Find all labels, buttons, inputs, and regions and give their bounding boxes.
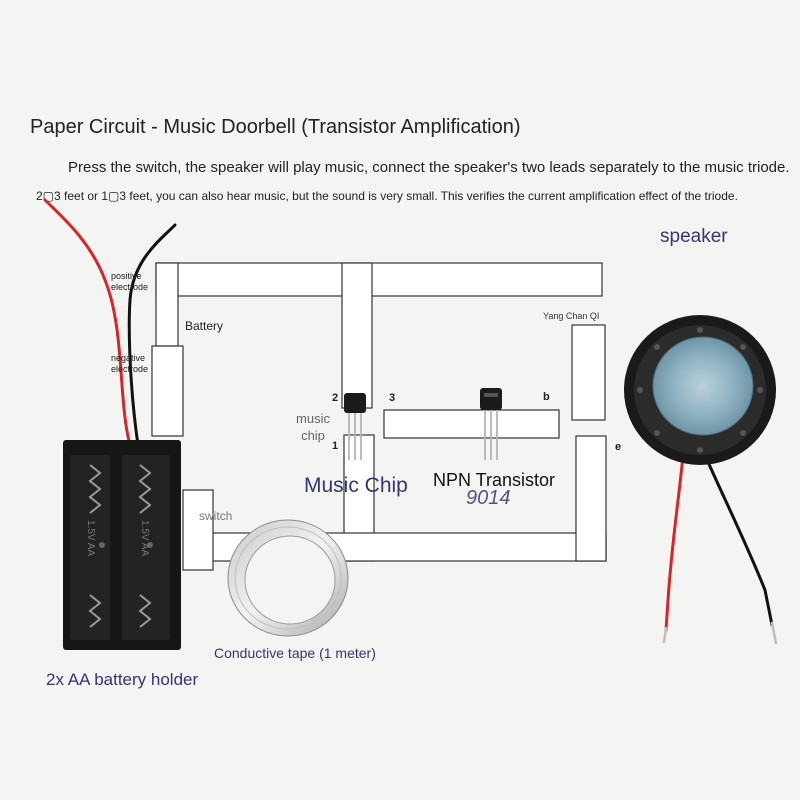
negative-label-line1: negative bbox=[111, 353, 146, 363]
strip-top bbox=[155, 262, 603, 297]
music-chip-small-label: music chip bbox=[292, 410, 334, 444]
page-title: Paper Circuit - Music Doorbell (Transist… bbox=[30, 116, 521, 138]
npn-transistor-label: NPN Transistor bbox=[433, 470, 556, 490]
pin-3-label: 3 bbox=[389, 392, 396, 404]
holder-marking-2: 1.5V AA bbox=[139, 520, 150, 556]
conductive-tape-roll bbox=[227, 519, 349, 637]
intro-line-1: Press the switch, the speaker will play … bbox=[68, 159, 790, 176]
speaker-component bbox=[624, 315, 778, 645]
strip-right-vertical bbox=[575, 435, 607, 562]
battery-label: Battery bbox=[185, 319, 224, 333]
pin-e-label: e bbox=[615, 441, 622, 453]
positive-label-line2: electrode bbox=[111, 282, 149, 292]
npn-transistor-component bbox=[480, 388, 502, 460]
music-chip-small-line2: chip bbox=[301, 428, 325, 443]
holder-marking-1: 1.5V AA bbox=[85, 520, 96, 556]
pin-2-label: 2 bbox=[332, 392, 339, 404]
strip-left-vertical bbox=[155, 262, 179, 347]
switch-label: switch bbox=[199, 509, 233, 523]
conductive-tape-label: Conductive tape (1 meter) bbox=[214, 645, 376, 661]
intro-line-2: 2▢3 feet or 1▢3 feet, you can also hear … bbox=[36, 189, 738, 203]
positive-electrode-label: positive electrode bbox=[111, 271, 148, 293]
battery-holder: 1.5V AA 1.5V AA bbox=[63, 440, 181, 650]
pin-b-label: b bbox=[543, 391, 550, 403]
music-chip-component bbox=[344, 393, 366, 460]
speaker-label: speaker bbox=[660, 226, 728, 247]
positive-label-line1: positive bbox=[111, 271, 142, 281]
strip-middle-horizontal bbox=[383, 409, 560, 439]
strip-right-contact bbox=[571, 324, 606, 421]
strip-switch-flap bbox=[182, 489, 214, 571]
battery-holder-label: 2x AA battery holder bbox=[46, 670, 199, 689]
battery-wires bbox=[43, 198, 177, 447]
music-chip-label: Music Chip bbox=[304, 474, 408, 497]
negative-electrode-label: negative electrode bbox=[111, 353, 148, 375]
pin-1-label: 1 bbox=[332, 440, 339, 452]
negative-label-line2: electrode bbox=[111, 364, 149, 374]
strip-center-upper bbox=[341, 262, 373, 409]
transistor-model-label: 9014 bbox=[466, 487, 511, 509]
yang-chan-label: Yang Chan QI bbox=[543, 311, 600, 321]
paper-strip-paths bbox=[151, 262, 607, 571]
music-chip-small-line1: music bbox=[296, 411, 330, 426]
strip-battery-negative bbox=[151, 345, 184, 437]
